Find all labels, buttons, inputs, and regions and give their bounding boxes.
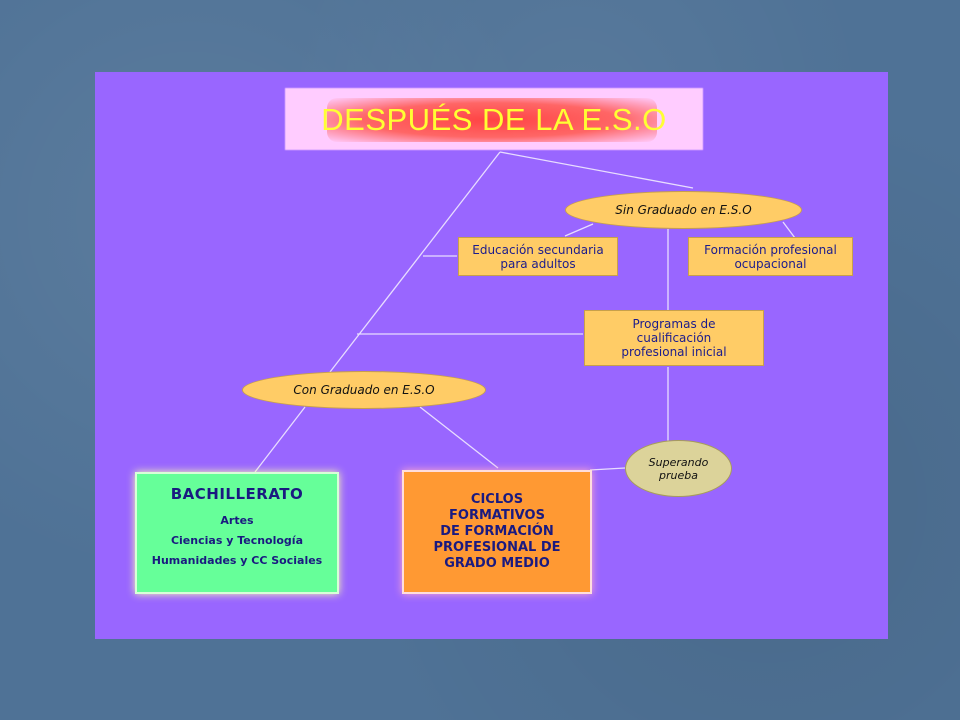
line-title-to-con (329, 151, 501, 373)
title-glow (327, 98, 657, 142)
line-con-to-ciclos (419, 406, 499, 469)
node-bachillerato: BACHILLERATO Artes Ciencias y Tecnología… (135, 472, 339, 594)
node-ciclos-formativos: CICLOS FORMATIVOS DE FORMACIÓN PROFESION… (402, 470, 592, 594)
node-superando-prueba: Superando prueba (625, 440, 732, 497)
node-formacion-ocupacional: Formación profesional ocupacional (688, 237, 853, 276)
diagram-panel: DESPUÉS DE LA E.S.O Sin Graduado en E.S.… (95, 72, 888, 639)
connector-lines (254, 151, 796, 473)
line-prueba-to-ciclos (589, 467, 626, 471)
line-con-to-bach (254, 406, 306, 473)
node-programas: Programas de cualificación profesional i… (584, 310, 764, 366)
node-educacion-adultos: Educación secundaria para adultos (458, 237, 618, 276)
line-sin-to-adultos (564, 223, 594, 237)
line-title-to-sin (499, 151, 694, 189)
bachillerato-heading: BACHILLERATO (170, 485, 304, 503)
node-sin-graduado: Sin Graduado en E.S.O (565, 191, 802, 229)
bachillerato-item: Humanidades y CC Sociales (151, 554, 323, 567)
bachillerato-item: Artes (220, 514, 254, 527)
bachillerato-item: Ciencias y Tecnología (170, 534, 304, 547)
diagram-title: DESPUÉS DE LA E.S.O (321, 102, 667, 137)
node-con-graduado: Con Graduado en E.S.O (242, 371, 486, 409)
line-sin-to-formacion (782, 221, 796, 239)
